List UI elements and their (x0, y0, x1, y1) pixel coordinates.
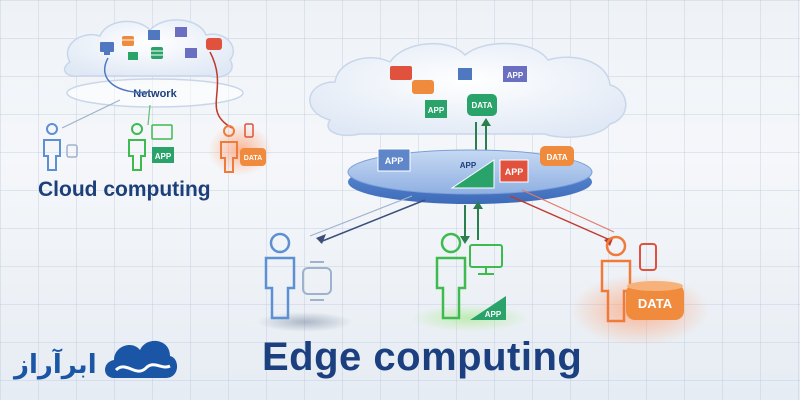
cloud-icon (105, 340, 178, 378)
network-ring (66, 78, 244, 108)
database-icon: DATA (626, 281, 684, 320)
brand-logo (105, 340, 178, 378)
person-icon (220, 125, 238, 173)
person-icon (435, 232, 467, 320)
cloud-computing-title: Cloud computing (38, 178, 211, 201)
watch-icon (302, 261, 332, 301)
app-tile-icon (425, 100, 447, 118)
database-icon (122, 36, 134, 46)
app-tile-icon (470, 296, 506, 320)
app-tile-label: APP (485, 310, 502, 319)
app-tile-icon (458, 68, 472, 80)
database-icon (412, 80, 434, 94)
database-icon (206, 38, 222, 50)
app-tile-label: APP (460, 161, 477, 170)
monitor-icon (100, 42, 114, 52)
app-tile-icon (175, 27, 187, 37)
data-label: DATA (546, 153, 567, 162)
phone-icon (244, 123, 254, 138)
app-tile-icon (148, 30, 160, 40)
person-icon (128, 123, 146, 171)
monitor-icon (151, 124, 173, 140)
cloud-computing-section: Network APP (43, 19, 272, 176)
monitor-icon (469, 244, 503, 275)
app-tile-label: APP (155, 152, 172, 161)
person-icon (43, 123, 61, 171)
phone-icon (639, 243, 657, 271)
data-label: DATA (471, 101, 492, 110)
database-icon: DATA (540, 146, 574, 166)
network-label: Network (133, 88, 177, 100)
app-tile-icon (503, 66, 527, 82)
database-icon (151, 47, 163, 59)
data-label: DATA (244, 155, 262, 162)
person-icon (600, 235, 632, 323)
brand-name: ابرآراز (14, 350, 97, 380)
app-tile-icon (377, 148, 411, 172)
edge-computing-title: Edge computing (262, 335, 583, 379)
watch-icon (66, 144, 78, 158)
database-icon: DATA (467, 94, 497, 116)
app-tile-label: APP (505, 167, 524, 177)
app-tile-icon (450, 159, 495, 189)
app-tile-label: APP (428, 106, 445, 115)
edge-computing-section: APP APP DATA APP APP APP (257, 42, 710, 346)
app-tile-icon (185, 48, 197, 58)
cloud-icon (63, 19, 235, 78)
app-tile-label: APP (385, 156, 404, 166)
app-tile-icon (390, 66, 412, 80)
app-tile-icon (152, 147, 174, 163)
person-icon (264, 232, 296, 320)
app-tile-icon (128, 52, 138, 60)
app-tile-icon (499, 159, 529, 183)
cloud-icon (309, 42, 627, 138)
data-label: DATA (638, 296, 673, 311)
app-tile-label: APP (507, 71, 524, 80)
database-icon: DATA (240, 148, 266, 166)
